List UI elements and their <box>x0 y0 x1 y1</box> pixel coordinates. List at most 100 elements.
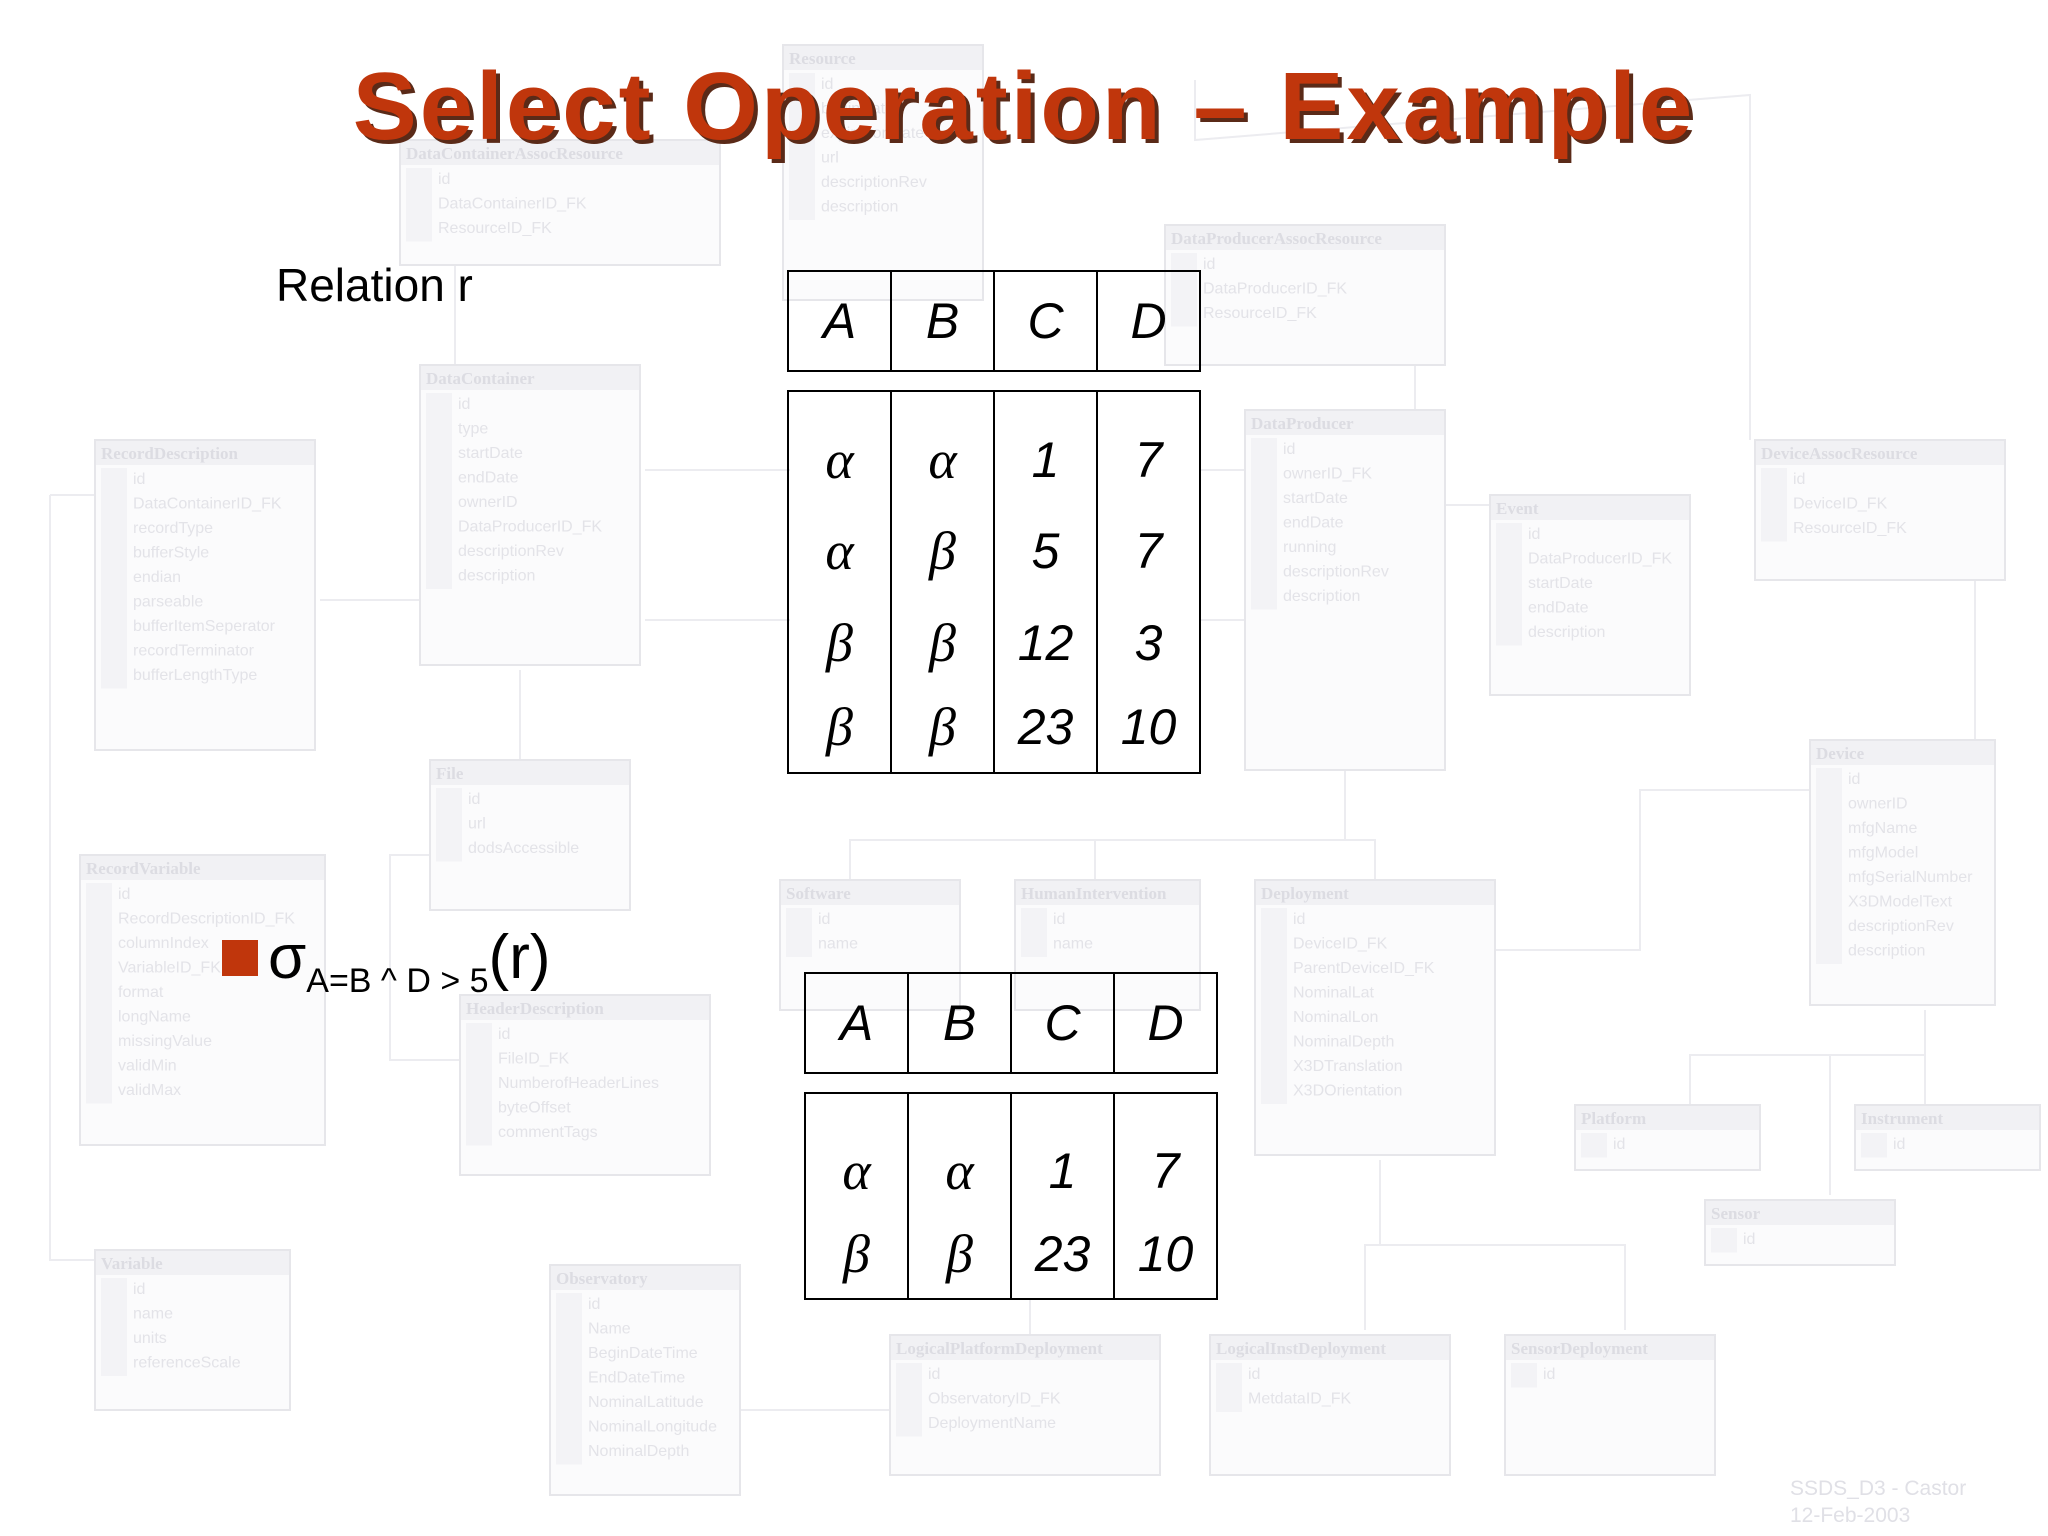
schema-field: DataContainerID_FK <box>438 196 587 213</box>
table-cell: 7 <box>1113 1093 1217 1217</box>
schema-table-header <box>1811 741 1994 765</box>
schema-field: id <box>498 1026 510 1043</box>
schema-field: id <box>438 171 450 188</box>
schema-field: FileID_FK <box>498 1051 569 1068</box>
schema-field: parseable <box>133 594 203 611</box>
schema-table-key-gutter <box>1021 908 1047 957</box>
schema-table-header <box>781 881 959 905</box>
schema-table-key-gutter <box>426 393 452 589</box>
schema-table-box <box>1489 494 1691 696</box>
column-header-d: D <box>1113 973 1217 1073</box>
schema-table-title: RecordDescription <box>101 444 238 463</box>
schema-table: DataProduceridownerID_FKstartDateendDate… <box>1244 409 1446 771</box>
schema-field: ownerID_FK <box>1283 466 1372 483</box>
schema-field: endDate <box>458 470 519 487</box>
schema-field: id <box>928 1366 940 1383</box>
schema-field: id <box>1053 911 1065 928</box>
schema-field: id <box>1203 256 1215 273</box>
schema-field: startDate <box>1528 575 1593 592</box>
schema-table-title: Sensor <box>1711 1204 1761 1223</box>
bullet-square-icon <box>222 940 258 976</box>
schema-field: startDate <box>1283 490 1348 507</box>
schema-field: name <box>1053 936 1093 953</box>
schema-table-header <box>81 856 324 880</box>
schema-table-key-gutter <box>1711 1228 1737 1253</box>
table-cell: β <box>890 505 994 597</box>
slide-title: Select Operation – Example <box>352 53 1696 160</box>
schema-table-box <box>1244 409 1446 771</box>
schema-field: DataContainerID_FK <box>133 496 282 513</box>
schema-table-title: Software <box>786 884 851 903</box>
schema-field: description <box>458 568 535 585</box>
table-cell: α <box>842 1140 871 1201</box>
table-cell: 7 <box>1096 391 1200 505</box>
schema-table-box <box>94 439 316 751</box>
schema-field: columnIndex <box>118 935 209 952</box>
schema-table: HeaderDescriptionidFileID_FKNumberofHead… <box>459 994 711 1176</box>
schema-table-header <box>1756 441 2004 465</box>
schema-field: id <box>821 76 833 93</box>
schema-field: name <box>818 936 858 953</box>
column-header-a: A <box>822 293 857 349</box>
schema-field: NominalLat <box>1293 985 1374 1002</box>
schema-field: id <box>818 911 830 928</box>
schema-field: descriptionRev <box>1283 564 1389 581</box>
schema-field: url <box>468 816 486 833</box>
column-header-c: C <box>1010 973 1114 1073</box>
table-cell: β <box>890 689 994 773</box>
schema-table-key-gutter <box>101 1278 127 1376</box>
schema-field: ResourceID_FK <box>1793 520 1907 537</box>
schema-field: dodsAccessible <box>468 840 579 857</box>
select-argument: (r) <box>488 923 551 992</box>
schema-table-header <box>1256 881 1494 905</box>
schema-field: id <box>1613 1136 1625 1153</box>
schema-field: ObservatoryID_FK <box>928 1391 1061 1408</box>
schema-table-title: Instrument <box>1861 1109 1944 1128</box>
schema-field: id <box>1893 1136 1905 1153</box>
schema-field: X3DTranslation <box>1293 1058 1403 1075</box>
column-header-b: B <box>907 973 1011 1073</box>
schema-field: units <box>133 1330 167 1347</box>
schema-table-header <box>1016 881 1199 905</box>
schema-table-box <box>419 364 641 666</box>
schema-field: type <box>458 421 488 438</box>
schema-field: NumberofHeaderLines <box>498 1075 659 1092</box>
table-cell: 23 <box>993 689 1097 773</box>
schema-table-key-gutter <box>556 1293 582 1465</box>
schema-table-title: Event <box>1496 499 1539 518</box>
schema-field: ownerID <box>458 494 518 511</box>
schema-field: id <box>1543 1366 1555 1383</box>
schema-table-header <box>1506 1336 1714 1360</box>
schema-field: DeploymentName <box>928 1415 1056 1432</box>
column-header-b: B <box>890 271 994 371</box>
table-cell: β <box>826 696 853 757</box>
schema-field: DataProducerID_FK <box>458 519 602 536</box>
schema-field: mfgName <box>1848 820 1917 837</box>
schema-table: DeviceAssocResourceidDeviceID_FKResource… <box>1754 439 2006 581</box>
schema-field: descriptionRev <box>821 174 927 191</box>
table-cell: 23 <box>1010 1217 1114 1299</box>
schema-table: LogicalPlatformDeploymentidObservatoryID… <box>889 1334 1161 1476</box>
schema-table-title: HumanIntervention <box>1021 884 1167 903</box>
schema-field: NominalDepth <box>1293 1034 1394 1051</box>
schema-field: descriptionRev <box>458 543 564 560</box>
schema-table-header <box>551 1266 739 1290</box>
schema-table-title: Variable <box>101 1254 163 1273</box>
schema-table-box <box>94 1249 291 1411</box>
schema-table-box <box>79 854 326 1146</box>
schema-table: DataContainerAssocResourceidDataContaine… <box>399 139 721 266</box>
schema-table-header <box>96 441 314 465</box>
schema-field: byteOffset <box>498 1100 571 1117</box>
schema-field: NominalDepth <box>588 1443 689 1460</box>
relation-label: Relation r <box>276 259 473 311</box>
schema-table: Software id name <box>779 879 961 1011</box>
